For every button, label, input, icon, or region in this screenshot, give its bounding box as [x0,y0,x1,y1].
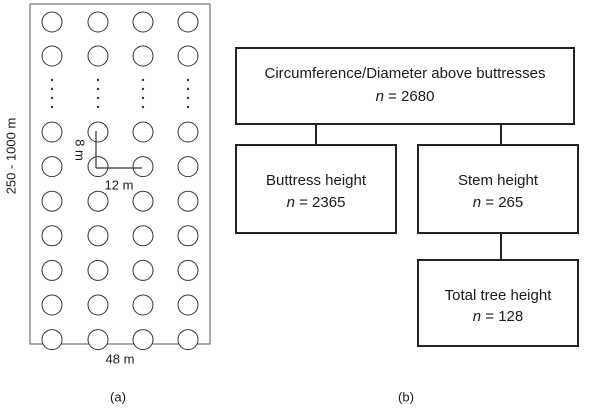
box-buttress-count: n = 2365 [287,194,346,211]
ellipsis-dot [186,87,190,91]
ellipsis-dot [50,105,54,109]
tree-marker [87,156,109,178]
box-total-count: n = 128 [473,308,523,325]
panel-a: 8 m 12 m 250 - 1000 m 48 m (a) [3,3,211,404]
tree-marker [132,294,154,316]
box-total-title: Total tree height [445,287,553,304]
box-circumference-count: n = 2680 [376,88,435,105]
tree-marker [41,11,63,33]
tree-marker [87,11,109,33]
box-stem-height: Stem height n = 265 [417,144,579,234]
ellipsis-dot [186,78,190,82]
ellipsis-dot [186,105,190,109]
ellipsis-dot [96,87,100,91]
ellipsis-dot [96,78,100,82]
ellipsis-dot [96,105,100,109]
tree-marker [87,121,109,143]
box-stem-title: Stem height [458,172,539,189]
tree-marker [177,156,199,178]
ellipsis-dot [50,78,54,82]
ellipsis-dot [186,96,190,100]
ellipsis-dot [141,87,145,91]
tree-marker [132,11,154,33]
spacing-y-label: 8 m [73,139,88,161]
tree-marker [87,294,109,316]
ellipsis-dot [141,96,145,100]
tree-marker [87,259,109,281]
spacing-x-label: 12 m [105,177,134,192]
box-stem-count: n = 265 [473,194,523,211]
tree-marker [177,45,199,67]
tree-marker [41,156,63,178]
tree-marker [41,259,63,281]
tree-marker [87,190,109,212]
panel-b: Circumference/Diameter above buttresses … [235,47,579,404]
tree-marker [132,329,154,351]
panel-b-label: (b) [398,389,414,404]
tree-marker [41,45,63,67]
tree-marker [41,329,63,351]
ellipsis-dot [50,87,54,91]
tree-marker [132,190,154,212]
box-circumference: Circumference/Diameter above buttresses … [235,47,575,125]
tree-marker [87,45,109,67]
ellipsis-dot [141,78,145,82]
tree-marker [41,190,63,212]
tree-marker [132,156,154,178]
tree-marker [177,329,199,351]
tree-marker [177,121,199,143]
tree-marker [87,329,109,351]
ellipsis-dot [141,105,145,109]
box-buttress-height: Buttress height n = 2365 [235,144,397,234]
box-buttress-title: Buttress height [266,172,367,189]
tree-marker [41,225,63,247]
ellipsis-dot [96,96,100,100]
tree-grid [41,11,199,351]
box-circumference-title: Circumference/Diameter above buttresses [265,65,546,82]
panel-a-label: (a) [110,389,126,404]
tree-marker [41,121,63,143]
ellipsis-dot [50,96,54,100]
tree-marker [177,225,199,247]
plot-length-label: 250 - 1000 m [3,118,18,195]
tree-marker [132,259,154,281]
tree-marker [177,294,199,316]
tree-marker [177,190,199,212]
tree-marker [132,121,154,143]
tree-marker [132,225,154,247]
plot-width-label: 48 m [106,351,135,366]
box-total-height: Total tree height n = 128 [417,259,579,347]
plot-frame [29,3,211,345]
tree-marker [41,294,63,316]
tree-marker [177,259,199,281]
tree-marker [177,11,199,33]
tree-marker [87,225,109,247]
tree-marker [132,45,154,67]
